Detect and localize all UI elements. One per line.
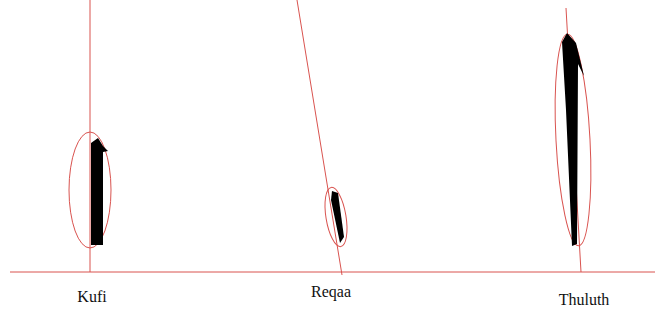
baseline bbox=[10, 272, 655, 273]
label-text: Thuluth bbox=[559, 291, 610, 308]
alif-stroke bbox=[331, 191, 344, 243]
alif-stroke bbox=[562, 33, 584, 246]
script-style-label: Thuluth bbox=[559, 291, 610, 309]
label-text: Kufi bbox=[77, 288, 106, 305]
stroke-ellipse bbox=[321, 186, 350, 248]
label-text: Reqaa bbox=[311, 283, 351, 300]
axis-line bbox=[90, 0, 91, 272]
alif-stroke bbox=[91, 138, 108, 245]
script-style-label: Reqaa bbox=[311, 283, 351, 301]
stroke-ellipse bbox=[69, 132, 111, 248]
script-style-label: Kufi bbox=[77, 288, 106, 306]
stroke-ellipse bbox=[550, 33, 595, 246]
axis-line bbox=[297, 0, 342, 275]
